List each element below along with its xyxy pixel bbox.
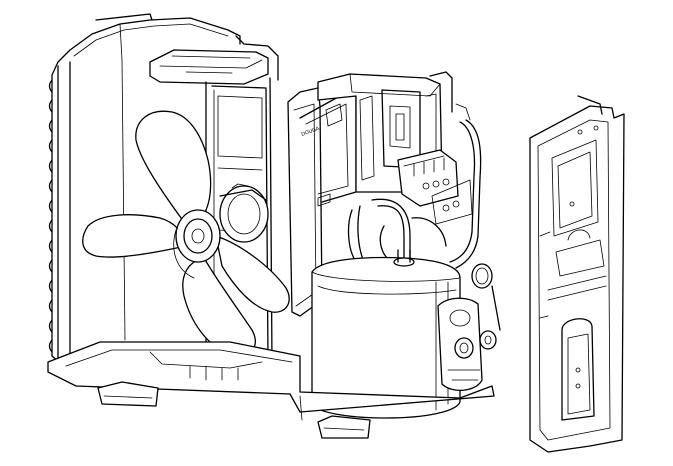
side-panel — [529, 95, 625, 453]
coil-return-bends — [48, 79, 53, 353]
terminal-block — [397, 149, 473, 225]
refrigerant-piping — [347, 119, 501, 331]
base-pan — [47, 341, 495, 439]
fan-blade — [82, 110, 290, 357]
service-valves — [437, 297, 497, 391]
base-feet — [97, 381, 371, 439]
condenser-coil — [48, 13, 241, 369]
partition-plate: DOUGA — [287, 87, 357, 317]
fan-motor — [219, 183, 269, 243]
